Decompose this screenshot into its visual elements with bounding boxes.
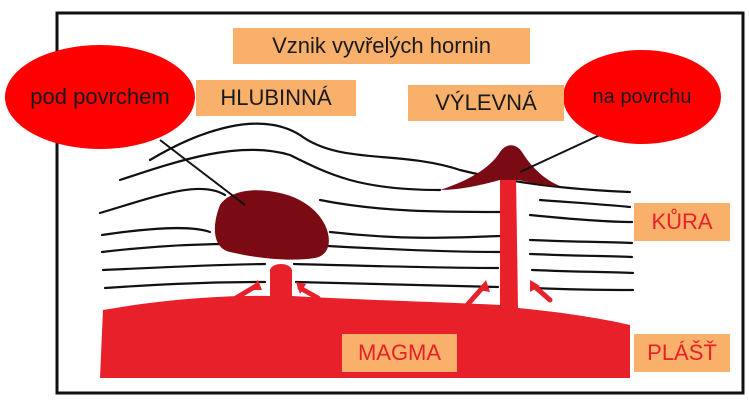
- bubble-left-text: pod povrchem: [5, 82, 195, 112]
- crust-label: KŮRA: [634, 203, 730, 241]
- surface-label: VÝLEVNÁ: [408, 85, 564, 121]
- magma-label: MAGMA: [342, 334, 457, 372]
- title-label: Vznik vyvřelých hornin: [233, 28, 530, 64]
- deep-label: HLUBINNÁ: [196, 80, 356, 116]
- mantle-label: PLÁŠŤ: [634, 334, 730, 372]
- bubble-right-text: na povrchu: [567, 82, 717, 112]
